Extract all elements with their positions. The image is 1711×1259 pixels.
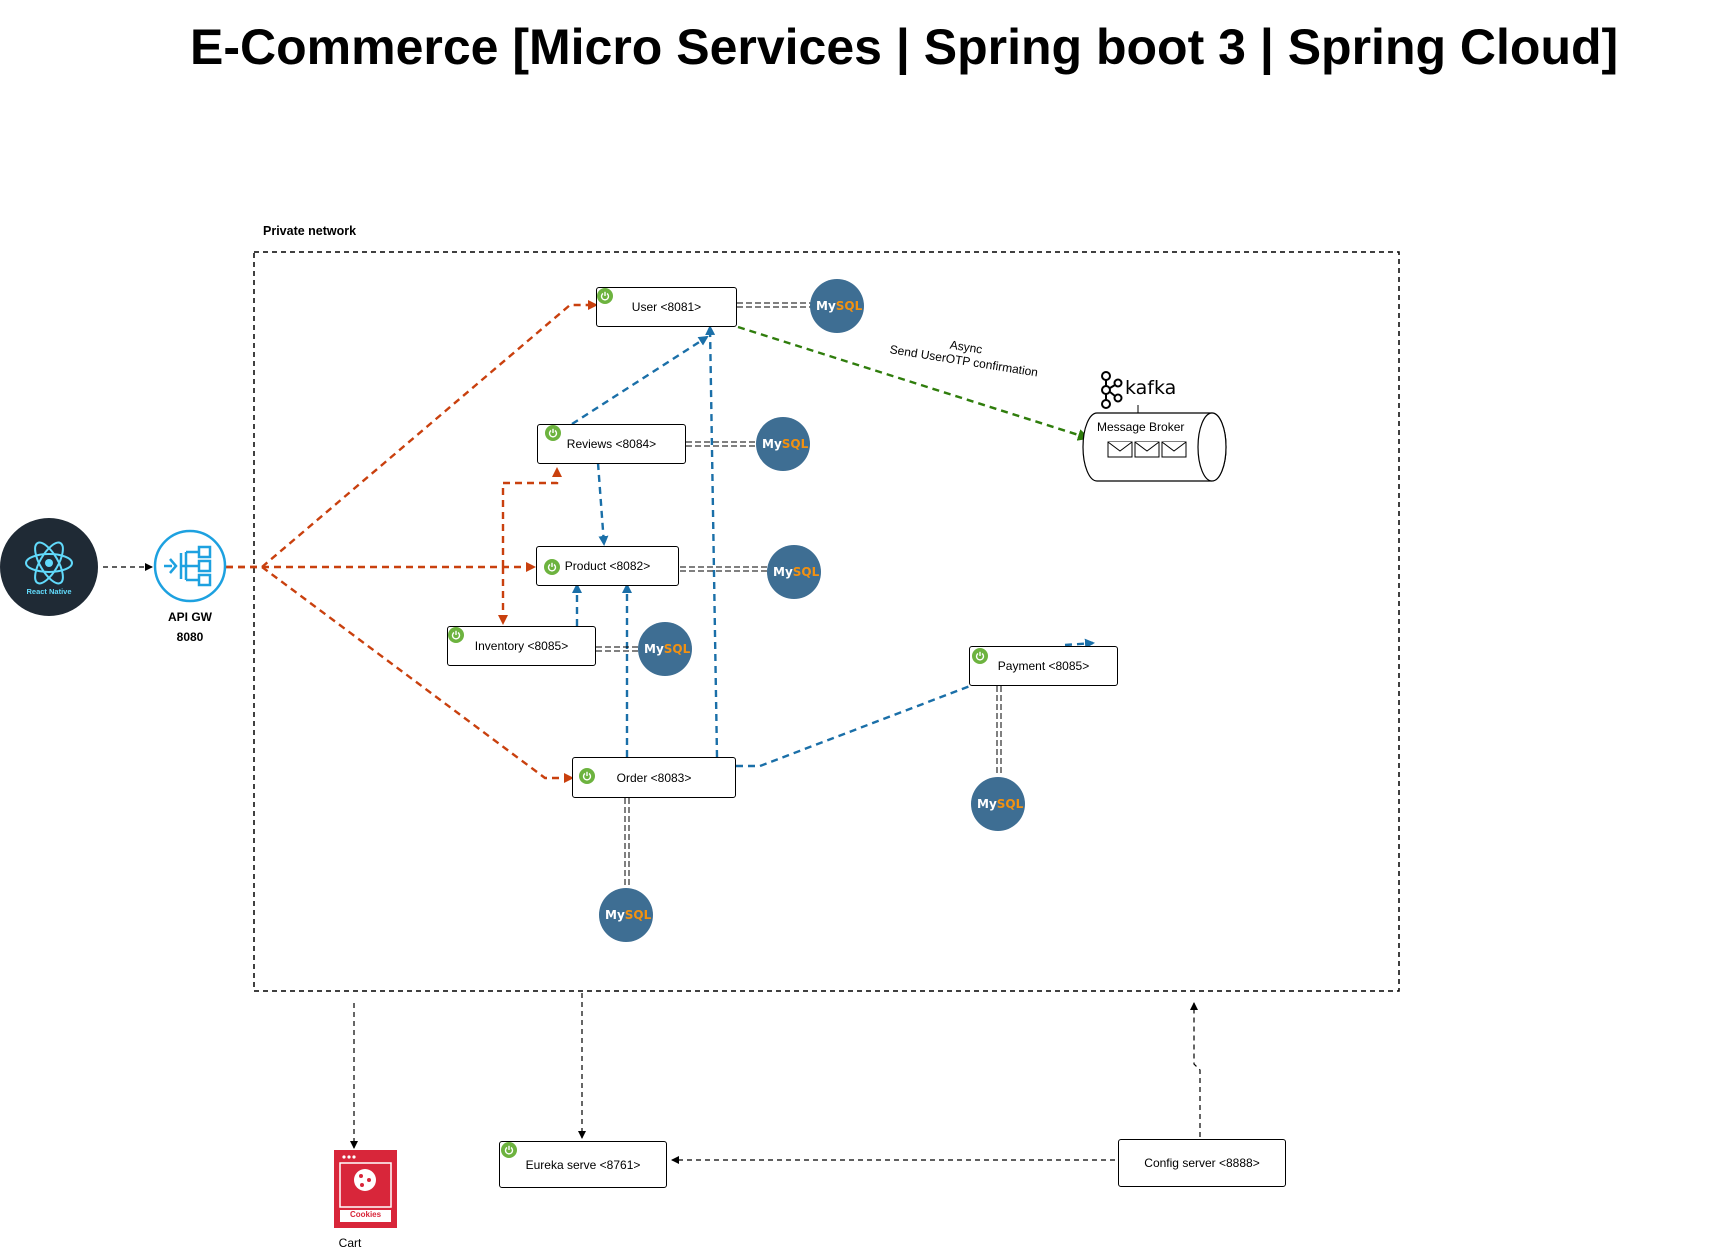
edge-gw-order bbox=[261, 566, 574, 783]
mysql-order-db-icon: MySQL bbox=[599, 888, 653, 942]
spring-boot-icon bbox=[972, 648, 988, 664]
service-user[interactable]: User <8081> bbox=[596, 287, 737, 327]
mysql-product-db-icon: MySQL bbox=[767, 545, 821, 599]
edge-order-user bbox=[705, 325, 719, 758]
service-config[interactable]: Config server <8888> bbox=[1118, 1139, 1286, 1187]
mysql-inventory-db-icon: MySQL bbox=[638, 622, 692, 676]
edge-gw-reviews bbox=[501, 467, 562, 567]
kafka-icon bbox=[1101, 371, 1123, 409]
service-reviews[interactable]: Reviews <8084> bbox=[537, 424, 686, 464]
edge-reviews-user bbox=[571, 335, 709, 426]
service-eureka[interactable]: Eureka serve <8761> bbox=[499, 1141, 667, 1188]
message-broker-label: Message Broker bbox=[1097, 420, 1185, 434]
edge-config-net bbox=[1190, 1002, 1201, 1137]
spring-boot-icon bbox=[545, 425, 561, 441]
cart-icon-text: Cookies bbox=[349, 1210, 382, 1219]
kafka-logo-text: kafka bbox=[1125, 377, 1177, 399]
envelope-icon bbox=[1107, 441, 1187, 458]
spring-boot-icon bbox=[579, 768, 595, 784]
cart-label: Cart bbox=[338, 1236, 362, 1250]
api-gateway-icon bbox=[153, 529, 227, 603]
service-inventory-label: Inventory <8085> bbox=[474, 639, 569, 653]
mysql-user-db-icon: MySQL bbox=[810, 279, 864, 333]
service-order[interactable]: Order <8083> bbox=[572, 757, 736, 798]
service-reviews-label: Reviews <8084> bbox=[566, 437, 657, 451]
spring-boot-icon bbox=[597, 288, 613, 304]
edge-payment-out bbox=[1064, 638, 1095, 649]
page-title: E-Commerce [Micro Services | Spring boot… bbox=[190, 19, 1619, 75]
service-eureka-label: Eureka serve <8761> bbox=[525, 1157, 641, 1172]
edge-reviews-product bbox=[596, 462, 609, 546]
service-order-label: Order <8083> bbox=[616, 770, 692, 785]
service-payment[interactable]: Payment <8085> bbox=[969, 646, 1118, 686]
private-network-boundary bbox=[253, 251, 1400, 992]
spring-boot-icon bbox=[544, 559, 560, 575]
private-network-label: Private network bbox=[263, 224, 357, 238]
service-inventory[interactable]: Inventory <8085> bbox=[447, 626, 596, 666]
react-native-label: React Native bbox=[26, 587, 72, 596]
cart-icon bbox=[334, 1150, 397, 1228]
service-product[interactable]: Product <8082> bbox=[536, 546, 679, 586]
edge-user-kafka bbox=[737, 325, 1090, 441]
service-config-label: Config server <8888> bbox=[1144, 1156, 1260, 1170]
gateway-name: API GW bbox=[168, 610, 212, 624]
mysql-payment-db-icon: MySQL bbox=[971, 777, 1025, 831]
spring-boot-icon bbox=[501, 1142, 517, 1158]
edge-order-payment bbox=[736, 674, 974, 768]
mysql-reviews-db-icon: MySQL bbox=[756, 417, 810, 471]
service-payment-label: Payment <8085> bbox=[997, 659, 1090, 673]
service-user-label: User <8081> bbox=[631, 300, 702, 314]
service-product-label: Product <8082> bbox=[564, 559, 651, 573]
spring-boot-icon bbox=[448, 627, 464, 643]
gateway-port: 8080 bbox=[176, 630, 204, 644]
react-native-icon bbox=[0, 518, 98, 616]
